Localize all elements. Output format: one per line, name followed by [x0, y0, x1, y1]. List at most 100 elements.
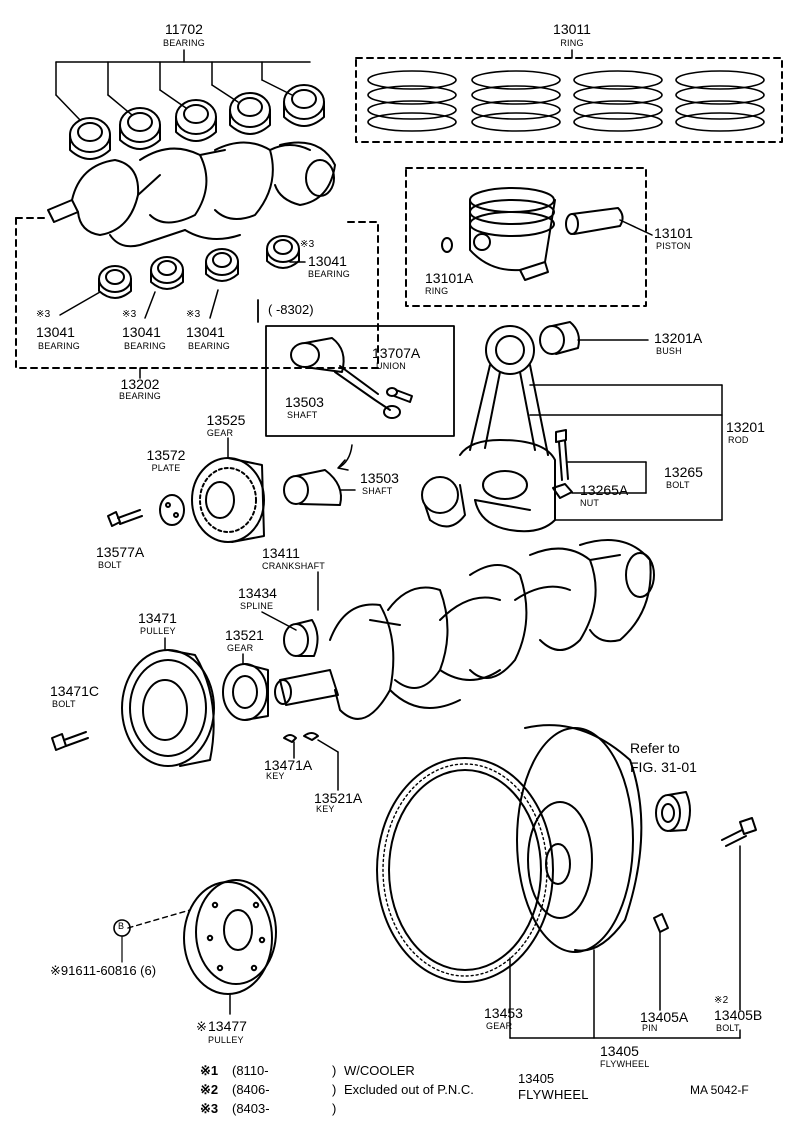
label-13101-pn: 13101	[654, 225, 693, 241]
label-13525-pn: 13525	[206, 412, 246, 428]
oil-jet-shaft-13503	[283, 469, 356, 506]
note-1-close: )	[332, 1063, 337, 1078]
label-13471C-name: BOLT	[52, 699, 76, 709]
label-13453-pn: 13453	[484, 1005, 523, 1021]
label-13011-pn: 13011	[553, 21, 591, 37]
crankshaft-13411	[274, 539, 655, 720]
label-13011-name: RING	[560, 38, 584, 48]
label-13405-name: FLYWHEEL	[600, 1059, 650, 1069]
leaders-13041	[59, 261, 306, 379]
label-13503-pn: 13503	[360, 470, 399, 486]
label-13101A-pn: 13101A	[425, 270, 474, 286]
plate-13572	[159, 494, 185, 526]
label-13411-pn: 13411	[262, 545, 300, 561]
label-13521-name: GEAR	[227, 643, 254, 653]
label-13477-name: PULLEY	[208, 1035, 244, 1045]
piston-ring-set-3	[573, 70, 663, 132]
union-bolt	[386, 387, 413, 403]
label-13405B-name: BOLT	[716, 1023, 740, 1033]
flywheel-bolt-13405B	[721, 817, 757, 847]
label-13471A-name: KEY	[266, 771, 285, 781]
label-13041c-name: BEARING	[188, 341, 230, 351]
note-2-close: )	[332, 1082, 337, 1097]
label-13477-pn: 13477	[208, 1018, 247, 1034]
label-13041c-prefix: ※3	[186, 309, 201, 320]
label-13201-pn: 13201	[726, 419, 765, 435]
note-2-desc: Excluded out of P.N.C.	[344, 1082, 474, 1097]
label-13041b-name: BEARING	[124, 341, 166, 351]
pilot-bearing	[655, 791, 691, 832]
label-13521A-pn: 13521A	[314, 790, 363, 806]
note-1-range: (8110-	[232, 1063, 269, 1078]
label-13434-pn: 13434	[238, 585, 277, 601]
leaders-flywheel	[509, 845, 741, 1039]
label-13405B-prefix: ※2	[714, 995, 729, 1006]
label-13405B-pn: 13405B	[714, 1007, 763, 1023]
label-13577A-name: BOLT	[98, 560, 122, 570]
note-1-desc: W/COOLER	[344, 1063, 415, 1078]
bearing-13041-shell-4	[266, 235, 300, 269]
ring-13011-dashed-box	[355, 57, 783, 143]
label-13521A-name: KEY	[316, 804, 335, 814]
spline-13434	[283, 619, 319, 657]
label-13434-name: SPLINE	[240, 601, 274, 611]
label-13411-name: CRANKSHAFT	[262, 561, 326, 571]
diagram-code: MA 5042-F	[690, 1083, 749, 1097]
label-13503-inset-name: SHAFT	[287, 410, 318, 420]
main-bearing-shell-1	[69, 117, 111, 160]
bearing-13041-shell-2	[150, 256, 184, 290]
leaders-rod	[529, 339, 723, 521]
label-13265A-name: NUT	[580, 498, 600, 508]
label-13041d-pn: 13041	[308, 253, 347, 269]
note-3-close: )	[332, 1101, 337, 1116]
note-3-range: (8403-	[232, 1101, 270, 1116]
label-13201-name: ROD	[728, 435, 749, 445]
note-2-mark: ※2	[200, 1082, 219, 1097]
note-3-mark: ※3	[200, 1101, 219, 1116]
label-13041c-pn: 13041	[186, 324, 225, 340]
label-13572-pn: 13572	[146, 447, 186, 463]
conrod-bearing	[421, 476, 466, 528]
label-13525-name: GEAR	[206, 428, 234, 438]
connecting-rod	[459, 325, 556, 533]
main-bearing-shell-2	[119, 107, 161, 150]
label-13477-prefix: ※	[196, 1019, 207, 1034]
label-13041a-pn: 13041	[36, 324, 75, 340]
label-13041b-prefix: ※3	[122, 309, 137, 320]
label-13707A-name: UNION	[376, 361, 406, 371]
label-13471C-pn: 13471C	[50, 683, 100, 699]
label-13265-pn: 13265	[664, 464, 703, 480]
label-13577A-pn: 13577A	[96, 544, 145, 560]
label-13453-name: GEAR	[486, 1021, 513, 1031]
label-13503-name: SHAFT	[362, 486, 393, 496]
bearing-13041-shell-3	[205, 248, 239, 282]
piston-pin	[565, 207, 624, 235]
main-bearing-shell-4	[229, 92, 271, 135]
label-13471A-pn: 13471A	[264, 757, 313, 773]
flywheel-13405	[516, 724, 643, 953]
leader-11702	[55, 49, 311, 121]
note-ref-pn: 13405	[518, 1071, 555, 1086]
label-refer-line1: Refer to	[630, 740, 680, 756]
oil-jet-inset-box	[257, 299, 455, 437]
main-bearing-shell-3	[175, 99, 217, 142]
label-date-range: ( -8302)	[268, 302, 314, 317]
gear-13521	[222, 663, 269, 721]
bolt-badge-letter: B	[118, 921, 125, 931]
label-13405A-pn: 13405A	[640, 1009, 689, 1025]
key-13471A	[283, 734, 297, 743]
label-13265-name: BOLT	[666, 480, 690, 490]
note-2-range: (8406-	[232, 1082, 270, 1097]
label-13041a-name: BEARING	[38, 341, 80, 351]
snap-ring-13101A	[441, 237, 453, 253]
label-13503-inset-pn: 13503	[285, 394, 324, 410]
arrow-down	[337, 444, 353, 471]
label-refer-line2: FIG. 31-01	[630, 759, 697, 775]
note-1-mark: ※1	[200, 1063, 219, 1078]
piston-ring-set-2	[471, 70, 561, 132]
label-13202-name: BEARING	[119, 391, 161, 401]
piston-ring-set-1	[367, 70, 457, 132]
label-13471-name: PULLEY	[140, 626, 176, 636]
label-13572-name: PLATE	[151, 463, 181, 473]
